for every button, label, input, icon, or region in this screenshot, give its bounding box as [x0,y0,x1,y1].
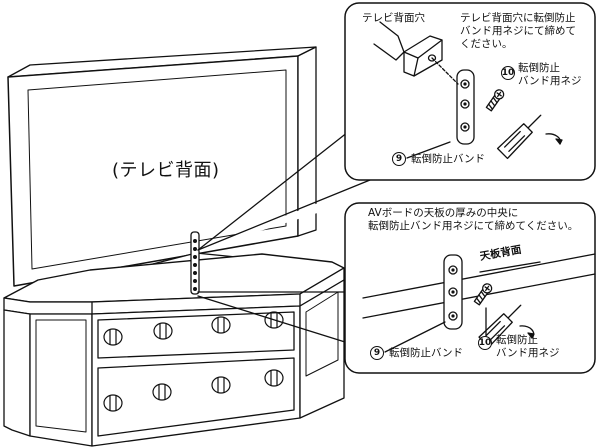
bottom-instruction: AVボードの天板の厚みの中央に 転倒防止バンド用ネジにて締めてください。 [368,207,578,233]
anti-tip-band-main [190,231,200,295]
door-holes [103,311,284,412]
top-band-number: 9 [392,152,406,166]
top-instruction: テレビ背面穴に転倒防止 バンド用ネジにて締めて ください。 [460,12,576,50]
bottom-screw-label-line-1: 転倒防止 [496,334,538,346]
bottom-screw-number: 10 [478,336,492,350]
callout-top [344,2,596,181]
bottom-band-number: 9 [370,346,384,360]
callout-bottom [344,202,596,374]
tv-back-hole-label: テレビ背面穴 [362,12,425,24]
bottom-instruction-line-1: AVボードの天板の厚みの中央に [368,207,519,219]
callout-top-pointer [197,131,349,251]
top-screw-label-line-2: バンド用ネジ [518,74,582,87]
top-instruction-line-3: ください。 [460,37,513,50]
bottom-band-label: 転倒防止バンド [389,347,464,359]
top-instruction-line-1: テレビ背面穴に転倒防止 [460,12,576,24]
top-screw-label-line-1: 転倒防止 [518,62,560,74]
top-screw-number: 10 [501,66,515,80]
callout-top-pointer [197,179,371,251]
bottom-screw-label: 転倒防止 バンド用ネジ [496,334,560,360]
top-band-label: 転倒防止バンド [411,153,486,165]
top-screw-label: 転倒防止 バンド用ネジ [518,62,582,88]
callout-bottom-pointer [197,295,346,343]
tv-back-label: (テレビ背面) [112,160,220,181]
bottom-instruction-line-2: 転倒防止バンド用ネジにて締めてください。 [368,219,579,232]
top-instruction-line-2: バンド用ネジにて締めて [460,24,577,37]
av-board [3,253,345,447]
bottom-screw-label-line-2: バンド用ネジ [496,346,560,359]
